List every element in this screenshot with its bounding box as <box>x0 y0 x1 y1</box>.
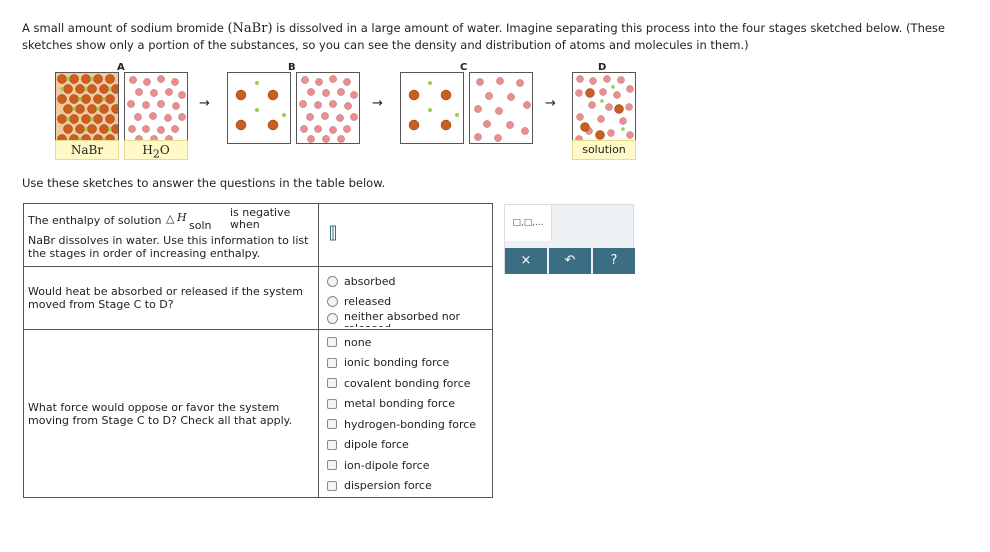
water-tag: H2O <box>124 140 188 160</box>
stage-label-c: C <box>460 62 468 73</box>
nabr-tag: NaBr <box>55 140 119 160</box>
table-row: Would heat be absorbed or released if th… <box>23 266 493 330</box>
checkbox-option-ion-dipole[interactable]: ion-dipole force <box>319 455 492 476</box>
radio-option-neither[interactable]: neither absorbed nor released <box>319 311 492 327</box>
table-row: The enthalpy of solution △ H soln is neg… <box>23 203 493 267</box>
stage-a-water-sketch <box>124 72 188 144</box>
stage-a-nabr-sketch <box>55 72 119 144</box>
checkbox-option-ionic[interactable]: ionic bonding force <box>319 353 492 374</box>
stage-label-b: B <box>288 62 296 73</box>
problem-statement: A small amount of sodium bromide (NaBr) … <box>22 21 945 52</box>
text-cursor-icon <box>330 225 336 241</box>
stage-label-d: D <box>598 62 607 73</box>
stage-b-water-sketch <box>296 72 360 144</box>
stage-b-ions-sketch <box>227 72 291 144</box>
arrow-c-to-d: → <box>545 96 556 111</box>
undo-button[interactable]: ↶ <box>549 248 591 274</box>
question-heat: Would heat be absorbed or released if th… <box>23 266 319 330</box>
undo-icon: ↶ <box>564 253 576 268</box>
answer-enthalpy-order <box>318 203 493 267</box>
stage-c-ions-sketch <box>400 72 464 144</box>
separated-ions-image <box>235 81 286 131</box>
water-molecules-image <box>127 75 186 143</box>
clear-button[interactable]: × <box>505 248 547 274</box>
radio-button[interactable] <box>327 295 338 307</box>
answer-toolbar: □,□,... × ↶ ? <box>504 204 635 274</box>
help-icon: ? <box>610 253 618 268</box>
radio-button[interactable] <box>327 313 338 324</box>
checkbox[interactable] <box>327 378 337 389</box>
question-forces: What force would oppose or favor the sys… <box>23 329 319 498</box>
answer-forces: none ionic bonding force covalent bondin… <box>318 329 493 498</box>
stage-label-a: A <box>117 62 125 73</box>
water-molecules-image <box>299 75 358 143</box>
checkbox[interactable] <box>327 398 337 409</box>
sequence-template-button[interactable]: □,□,... <box>505 205 552 241</box>
help-button[interactable]: ? <box>593 248 635 274</box>
checkbox-option-dispersion[interactable]: dispersion force <box>319 476 492 497</box>
arrow-a-to-b: → <box>199 96 210 111</box>
separated-ions-image <box>408 81 459 131</box>
separated-water-image <box>474 77 531 142</box>
arrow-b-to-c: → <box>372 96 383 111</box>
close-icon: × <box>520 253 532 268</box>
checkbox[interactable] <box>327 460 337 471</box>
instructions: Use these sketches to answer the questio… <box>22 176 386 190</box>
radio-option-released[interactable]: released <box>319 291 492 311</box>
nabr-formula: (NaBr) <box>227 21 273 36</box>
answer-heat: absorbed released neither absorbed nor r… <box>318 266 493 330</box>
checkbox-option-none[interactable]: none <box>319 332 492 353</box>
checkbox[interactable] <box>327 480 337 491</box>
checkbox-option-metal[interactable]: metal bonding force <box>319 394 492 415</box>
checkbox-option-hydrogen[interactable]: hydrogen-bonding force <box>319 414 492 435</box>
checkbox-option-covalent[interactable]: covalent bonding force <box>319 373 492 394</box>
text-cursor-input[interactable] <box>329 225 337 241</box>
table-row: What force would oppose or favor the sys… <box>23 329 493 498</box>
nabr-lattice-image <box>56 73 118 143</box>
checkbox-option-dipole[interactable]: dipole force <box>319 435 492 456</box>
question-enthalpy-order: The enthalpy of solution △ H soln is neg… <box>23 203 319 267</box>
checkbox[interactable] <box>327 357 337 368</box>
checkbox[interactable] <box>327 419 337 430</box>
question-table: The enthalpy of solution △ H soln is neg… <box>23 203 493 498</box>
checkbox[interactable] <box>327 439 337 450</box>
checkbox[interactable] <box>327 337 337 348</box>
solution-tag: solution <box>572 140 636 160</box>
radio-button[interactable] <box>327 275 338 287</box>
solution-image <box>575 75 634 143</box>
stage-d-solution-sketch <box>572 72 636 144</box>
radio-option-absorbed[interactable]: absorbed <box>319 271 492 291</box>
stage-c-water-sketch <box>469 72 533 144</box>
